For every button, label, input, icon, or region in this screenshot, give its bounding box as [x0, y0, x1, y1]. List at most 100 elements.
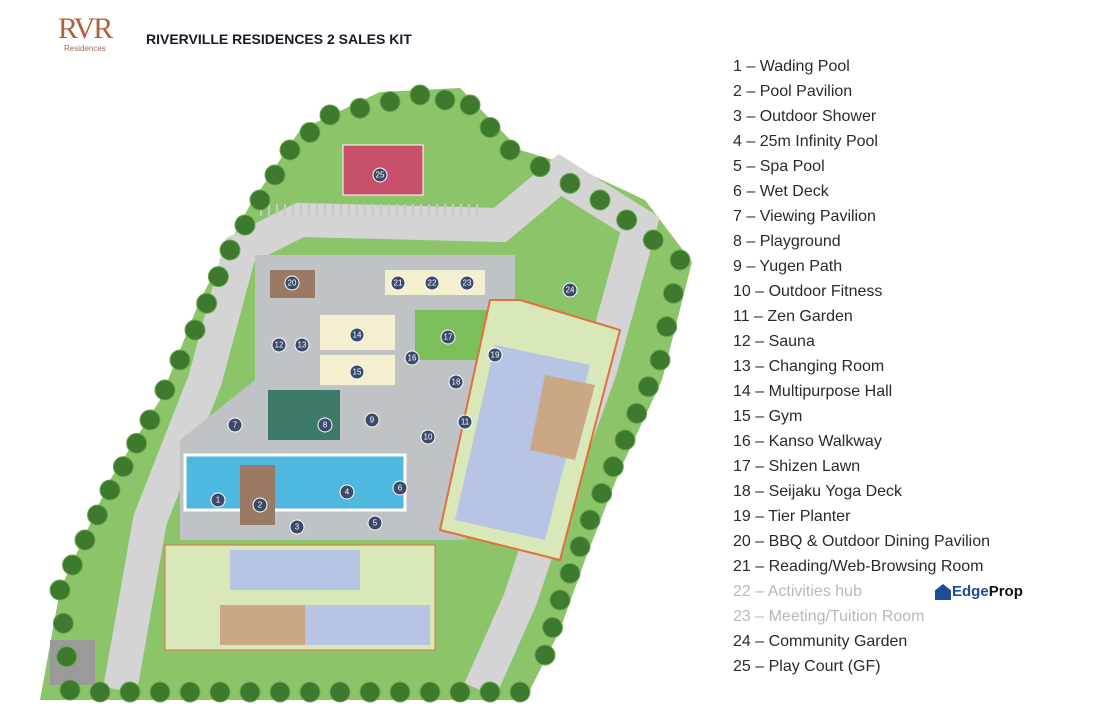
- legend-item: 21 – Reading/Web-Browsing Room: [733, 558, 984, 575]
- marker-3: 3: [289, 519, 305, 535]
- legend-item: 11 – Zen Garden: [733, 308, 853, 325]
- marker-6: 6: [392, 480, 408, 496]
- marker-label: 8: [323, 421, 328, 430]
- marker-label: 22: [428, 279, 437, 288]
- tree: [154, 379, 176, 401]
- marker-15: 15: [349, 364, 365, 380]
- legend-item: 18 – Seijaku Yoga Deck: [733, 483, 903, 500]
- tree: [139, 409, 161, 431]
- marker-21: 21: [390, 275, 406, 291]
- tree: [614, 429, 636, 451]
- marker-20: 20: [284, 275, 300, 291]
- tree: [269, 681, 291, 703]
- marker-4: 4: [339, 484, 355, 500]
- marker-1: 1: [210, 492, 226, 508]
- tree: [219, 239, 241, 261]
- logo: RVR Residences: [58, 14, 128, 64]
- tree: [589, 189, 611, 211]
- legend-item: 23 – Meeting/Tuition Room: [733, 608, 925, 625]
- tower-east-units-tan: [530, 375, 595, 460]
- tree: [591, 482, 613, 504]
- logo-mark: RVR: [58, 12, 113, 45]
- tree: [499, 139, 521, 161]
- marker-label: 20: [288, 279, 297, 288]
- tree: [579, 509, 601, 531]
- legend-item: 17 – Shizen Lawn: [733, 458, 861, 475]
- legend-item: 19 – Tier Planter: [733, 508, 851, 525]
- marker-22: 22: [424, 275, 440, 291]
- tree: [207, 266, 229, 288]
- legend-item: 25 – Play Court (GF): [733, 658, 881, 675]
- marker-label: 18: [452, 378, 461, 387]
- tree: [209, 681, 231, 703]
- legend-item: 1 – Wading Pool: [733, 58, 850, 75]
- tree: [62, 554, 83, 576]
- marker-label: 13: [298, 341, 307, 350]
- tree: [559, 562, 581, 584]
- marker-label: 16: [408, 354, 417, 363]
- legend-item: 12 – Sauna: [733, 333, 815, 350]
- marker-label: 7: [233, 421, 238, 430]
- tree: [74, 529, 96, 551]
- tree: [149, 681, 171, 703]
- marker-label: 24: [566, 286, 575, 295]
- tree: [419, 681, 441, 703]
- tree: [196, 292, 218, 314]
- tree: [534, 644, 556, 666]
- tree: [409, 84, 431, 106]
- marker-label: 19: [491, 351, 500, 360]
- tree: [349, 97, 371, 119]
- legend-item: 24 – Community Garden: [733, 633, 908, 650]
- marker-18: 18: [448, 374, 464, 390]
- marker-label: 17: [444, 333, 453, 342]
- tree: [549, 589, 571, 611]
- legend-item: 13 – Changing Room: [733, 358, 885, 375]
- tree: [642, 229, 664, 251]
- tree: [264, 164, 286, 186]
- tree: [234, 214, 256, 236]
- legend-item: 7 – Viewing Pavilion: [733, 208, 876, 225]
- tree: [602, 456, 624, 478]
- marker-label: 3: [295, 523, 300, 532]
- marker-label: 4: [345, 488, 350, 497]
- tree: [329, 681, 351, 703]
- legend-item: 20 – BBQ & Outdoor Dining Pavilion: [733, 533, 991, 550]
- logo-subtext: Residences: [64, 44, 106, 53]
- tree: [669, 249, 691, 271]
- tree: [126, 432, 148, 454]
- legend-item: 2 – Pool Pavilion: [733, 83, 853, 100]
- marker-label: 21: [394, 279, 403, 288]
- legend-item: 16 – Kanso Walkway: [733, 433, 882, 450]
- tree: [119, 681, 141, 703]
- marker-7: 7: [227, 417, 243, 433]
- marker-11: 11: [457, 414, 473, 430]
- tree: [542, 617, 563, 638]
- legend-item: 4 – 25m Infinity Pool: [733, 133, 878, 150]
- pool-pavilion: [240, 465, 275, 525]
- tree: [662, 282, 684, 304]
- tree: [89, 681, 111, 703]
- watermark-text-2: Prop: [988, 583, 1023, 600]
- marker-label: 15: [353, 368, 362, 377]
- page-title: RIVERVILLE RESIDENCES 2 SALES KIT: [146, 31, 412, 47]
- tree: [479, 681, 501, 703]
- tree: [49, 579, 71, 601]
- marker-24: 24: [562, 282, 578, 298]
- legend-item: 15 – Gym: [733, 408, 803, 425]
- marker-23: 23: [459, 275, 475, 291]
- tree: [279, 139, 301, 161]
- marker-label: 11: [461, 418, 470, 427]
- tree: [459, 94, 481, 116]
- marker-label: 9: [370, 416, 375, 425]
- legend-item: 22 – Activities hub: [733, 583, 862, 600]
- tower-south-units-tan: [220, 605, 305, 645]
- tree: [299, 122, 321, 143]
- tree: [559, 172, 581, 194]
- marker-16: 16: [404, 350, 420, 366]
- tree: [434, 89, 456, 111]
- marker-label: 2: [258, 501, 263, 510]
- legend-item: 10 – Outdoor Fitness: [733, 283, 883, 300]
- marker-14: 14: [349, 327, 365, 343]
